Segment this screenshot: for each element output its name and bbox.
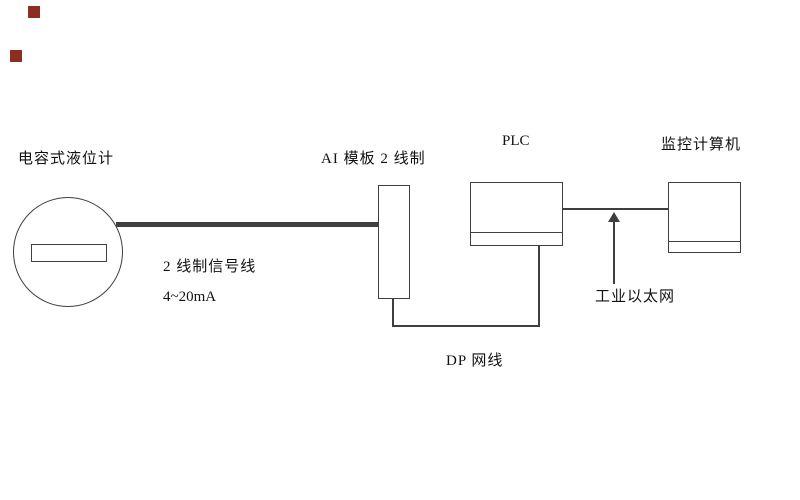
ai-module-label: AI 模板 2 线制 [321, 151, 426, 167]
computer-label: 监控计算机 [661, 137, 742, 153]
red-marker-icon [10, 50, 22, 62]
plc-label: PLC [502, 133, 530, 149]
dp-cable-segment [538, 246, 540, 327]
arrow-up-icon [608, 212, 620, 222]
ai-module-symbol [378, 185, 410, 299]
dp-cable-label: DP 网线 [446, 353, 504, 369]
current-range-label: 4~20mA [163, 289, 217, 305]
arrow-stem [613, 221, 615, 284]
level-meter-label: 电容式液位计 [18, 151, 115, 167]
plc-symbol [470, 182, 563, 246]
dp-cable-segment [392, 325, 540, 327]
plc-divider-line [471, 232, 562, 233]
dp-cable-segment [392, 299, 394, 327]
ethernet-line [562, 208, 668, 210]
red-marker-icon [28, 6, 40, 18]
signal-wire-line [116, 222, 378, 227]
level-meter-symbol [13, 197, 123, 307]
ethernet-label: 工业以太网 [595, 289, 676, 305]
signal-line-label: 2 线制信号线 [163, 259, 257, 275]
level-meter-display [31, 244, 107, 262]
computer-symbol [668, 182, 741, 253]
computer-divider-line [669, 241, 740, 242]
